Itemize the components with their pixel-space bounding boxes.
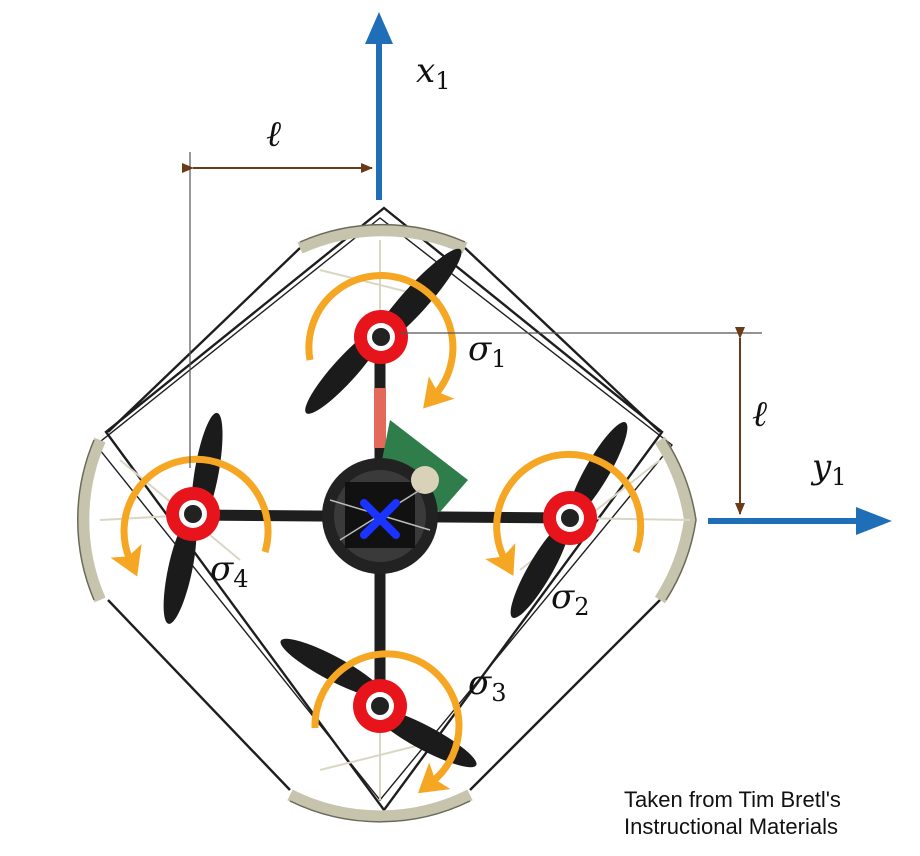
x-axis-label: x1 <box>416 51 450 95</box>
image-credit: Taken from Tim Bretl's Instructional Mat… <box>624 786 914 840</box>
rotor-label-2: σ2 <box>551 577 590 621</box>
spin-arrow-rotor-1 <box>305 271 457 409</box>
x-axis-arrow <box>365 12 393 200</box>
rotor-label-4: σ4 <box>210 549 249 593</box>
motors <box>166 310 597 733</box>
motor-1 <box>354 310 408 364</box>
credit-line-1: Taken from Tim Bretl's <box>624 787 841 812</box>
frame-ring-edges <box>76 223 697 823</box>
dimension-vertical <box>400 327 762 515</box>
spin-arrows <box>110 271 645 794</box>
motor-3 <box>353 679 407 733</box>
y-axis-arrow <box>708 507 892 535</box>
spin-arrow-rotor-4 <box>110 455 272 577</box>
spin-arrow-rotor-2 <box>485 450 645 576</box>
dimension-horizontal <box>182 152 373 468</box>
y-axis-label: y1 <box>810 447 847 491</box>
central-electronics <box>322 420 468 574</box>
red-arm-segment <box>374 388 386 448</box>
motor-4 <box>166 487 220 541</box>
center-of-mass-marker <box>360 499 400 539</box>
arm-length-label-horizontal: ℓ <box>266 114 281 155</box>
motor-2 <box>543 491 597 545</box>
rotor-label-1: σ1 <box>468 329 507 373</box>
credit-line-2: Instructional Materials <box>624 814 838 839</box>
frame-cables <box>95 206 673 813</box>
spin-arrow-rotor-3 <box>311 650 463 794</box>
rotor-label-3: σ3 <box>468 663 507 707</box>
arm-length-label-vertical: ℓ <box>752 394 767 435</box>
